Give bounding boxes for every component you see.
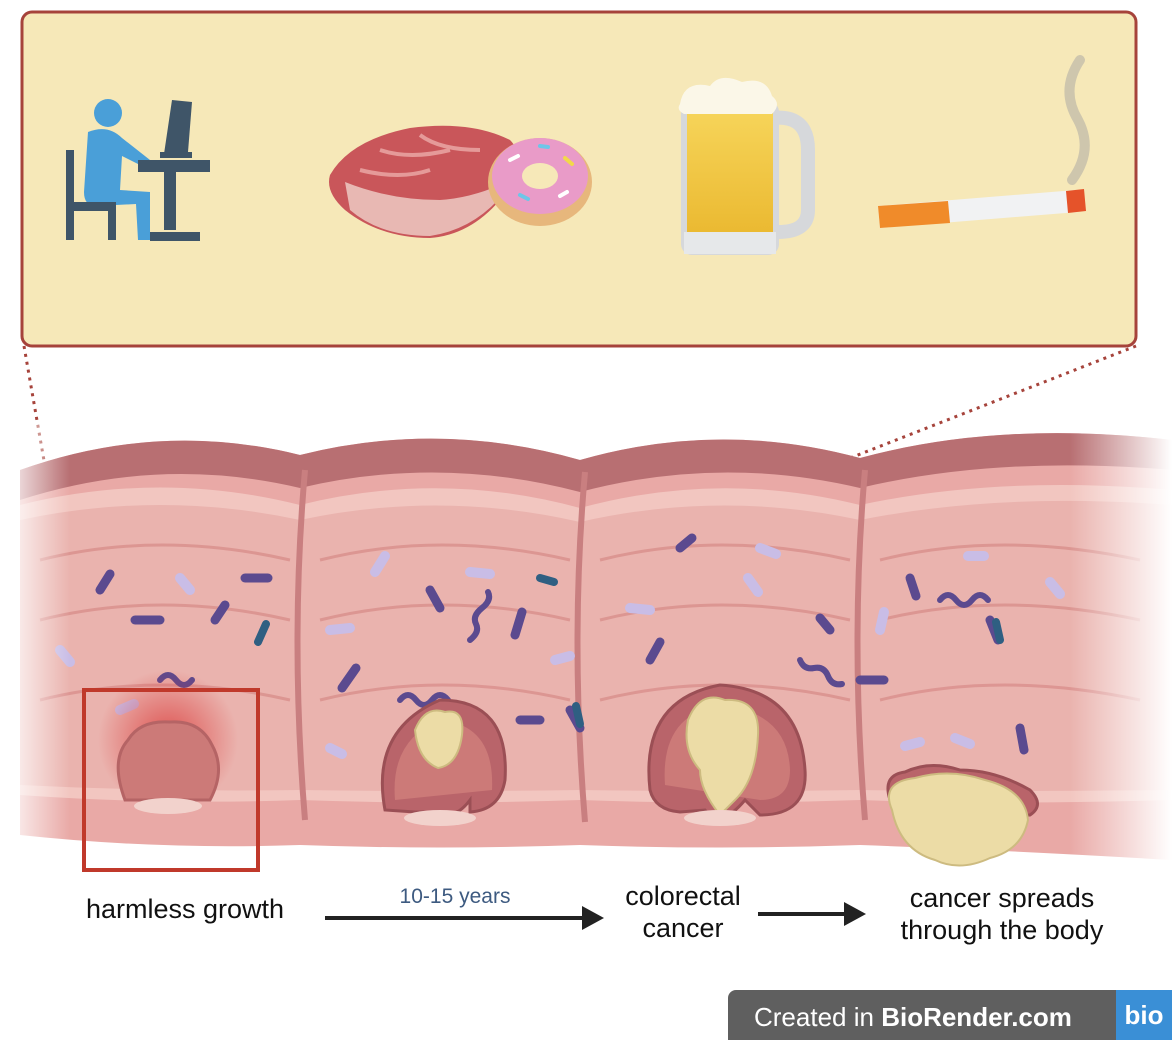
label-cancer-line2: cancer: [642, 913, 724, 944]
highlight-box: [82, 688, 260, 872]
label-harmless-growth: harmless growth: [85, 894, 285, 924]
risk-factors-panel: [20, 10, 1138, 348]
sedentary-desk-worker-icon: [66, 99, 210, 241]
badge-brand: BioRender.com: [881, 1002, 1072, 1032]
badge-text: Created in BioRender.com: [754, 1002, 1072, 1033]
biorender-badge[interactable]: Created in BioRender.com bio: [728, 990, 1172, 1040]
label-spread-line2: through the body: [900, 915, 1104, 946]
polyp-harmless: [98, 670, 238, 814]
label-cancer-spreads: cancer spreads through the body: [872, 882, 1132, 947]
cigarette-icon: [878, 55, 1090, 228]
tumor-early: [380, 698, 507, 826]
beer-mug-icon: [678, 77, 815, 255]
red-meat-icon: [329, 125, 518, 238]
tumor-colorectal: [647, 683, 807, 826]
badge-prefix: Created in: [754, 1002, 882, 1032]
colon-cross-section: [0, 410, 1172, 880]
progression-arrows: [325, 902, 866, 930]
biorender-logo-icon: bio: [1116, 990, 1172, 1040]
label-cancer-line1: colorectal: [625, 881, 741, 911]
label-colorectal-cancer: colorectal cancer: [598, 880, 768, 945]
label-timespan: 10-15 years: [399, 885, 511, 908]
label-spread-line1: cancer spreads: [909, 883, 1095, 913]
donut-icon: [488, 138, 592, 226]
tumor-metastatic: [886, 764, 1039, 867]
